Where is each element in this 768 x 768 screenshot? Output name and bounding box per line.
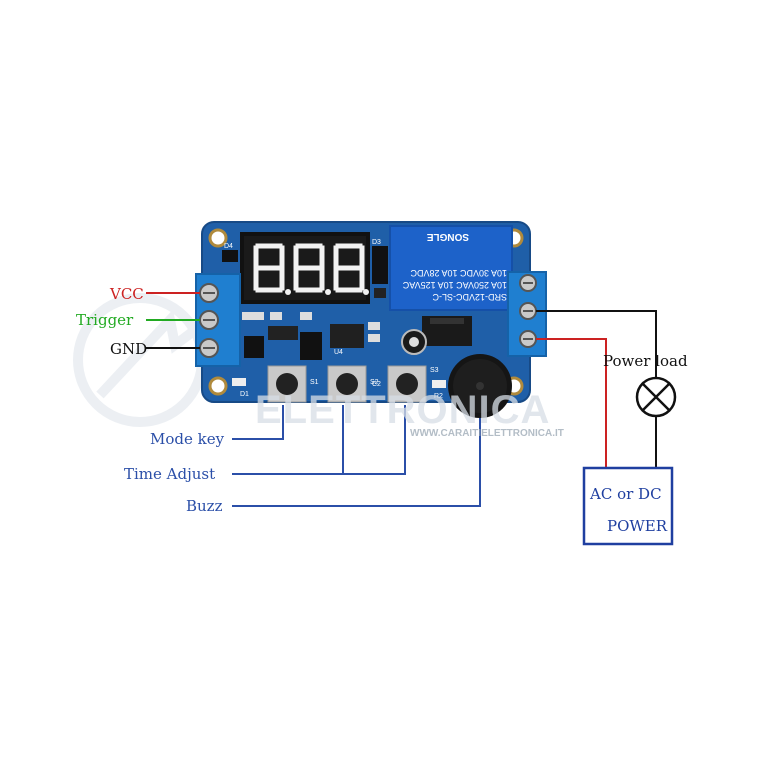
mount-hole: [208, 228, 228, 248]
silk-label: U4: [334, 349, 343, 356]
gnd-label: GND: [110, 340, 148, 358]
time-adjust-callout: [232, 405, 406, 475]
silk-label: D4: [224, 243, 233, 250]
relay-rating-text: 10A 30VDC 10A 28VDC: [410, 268, 507, 278]
power-wire-red: [536, 338, 607, 468]
mode-key-label: Mode key: [150, 430, 225, 448]
load-wiring: [536, 310, 657, 468]
pcb-components: [222, 246, 472, 388]
relay-rating-text: 10A 250VAC 10A 125VAC: [402, 280, 507, 290]
power-load-label: Power load: [603, 352, 688, 370]
watermark-url: WWW.CARAITIELETTRONICA.IT: [410, 428, 564, 439]
silk-label: R2: [434, 393, 443, 400]
trigger-label: Trigger: [76, 311, 134, 329]
push-button-s1: [267, 365, 307, 403]
power-box-label: POWER: [607, 517, 668, 535]
push-button-s2: [327, 365, 367, 403]
mount-hole: [208, 376, 228, 396]
seven-segment-display: [240, 232, 370, 304]
mode-key-callout: [232, 405, 284, 440]
watermark-text: ELETTRONICA: [255, 388, 551, 432]
relay: SRD-12VDC-SL-C 10A 250VAC 10A 125VAC 10A…: [389, 225, 513, 311]
silk-label: C2: [372, 381, 381, 388]
callout-lines: [232, 405, 481, 507]
silk-label: S1: [310, 379, 319, 386]
silk-label: D1: [240, 391, 249, 398]
relay-brand-text: SONGLE: [426, 231, 469, 242]
power-source-box: [582, 466, 674, 546]
buzzer: [448, 354, 512, 418]
silk-label: S2: [370, 379, 379, 386]
lamp-icon: [635, 376, 677, 418]
vcc-label: VCC: [110, 285, 144, 303]
time-adjust-label: Time Adjust: [124, 465, 216, 483]
buzz-callout: [232, 418, 481, 507]
relay-model-text: SRD-12VDC-SL-C: [432, 292, 507, 302]
load-wire-top: [536, 310, 657, 378]
power-box-label: AC or DC: [590, 485, 662, 503]
silk-label: S3: [430, 367, 439, 374]
buzz-label: Buzz: [186, 497, 223, 515]
left-terminal-block: [195, 273, 241, 367]
right-terminal-block: [507, 271, 547, 357]
silk-label: D3: [372, 239, 381, 246]
push-button-s3: [387, 365, 427, 403]
